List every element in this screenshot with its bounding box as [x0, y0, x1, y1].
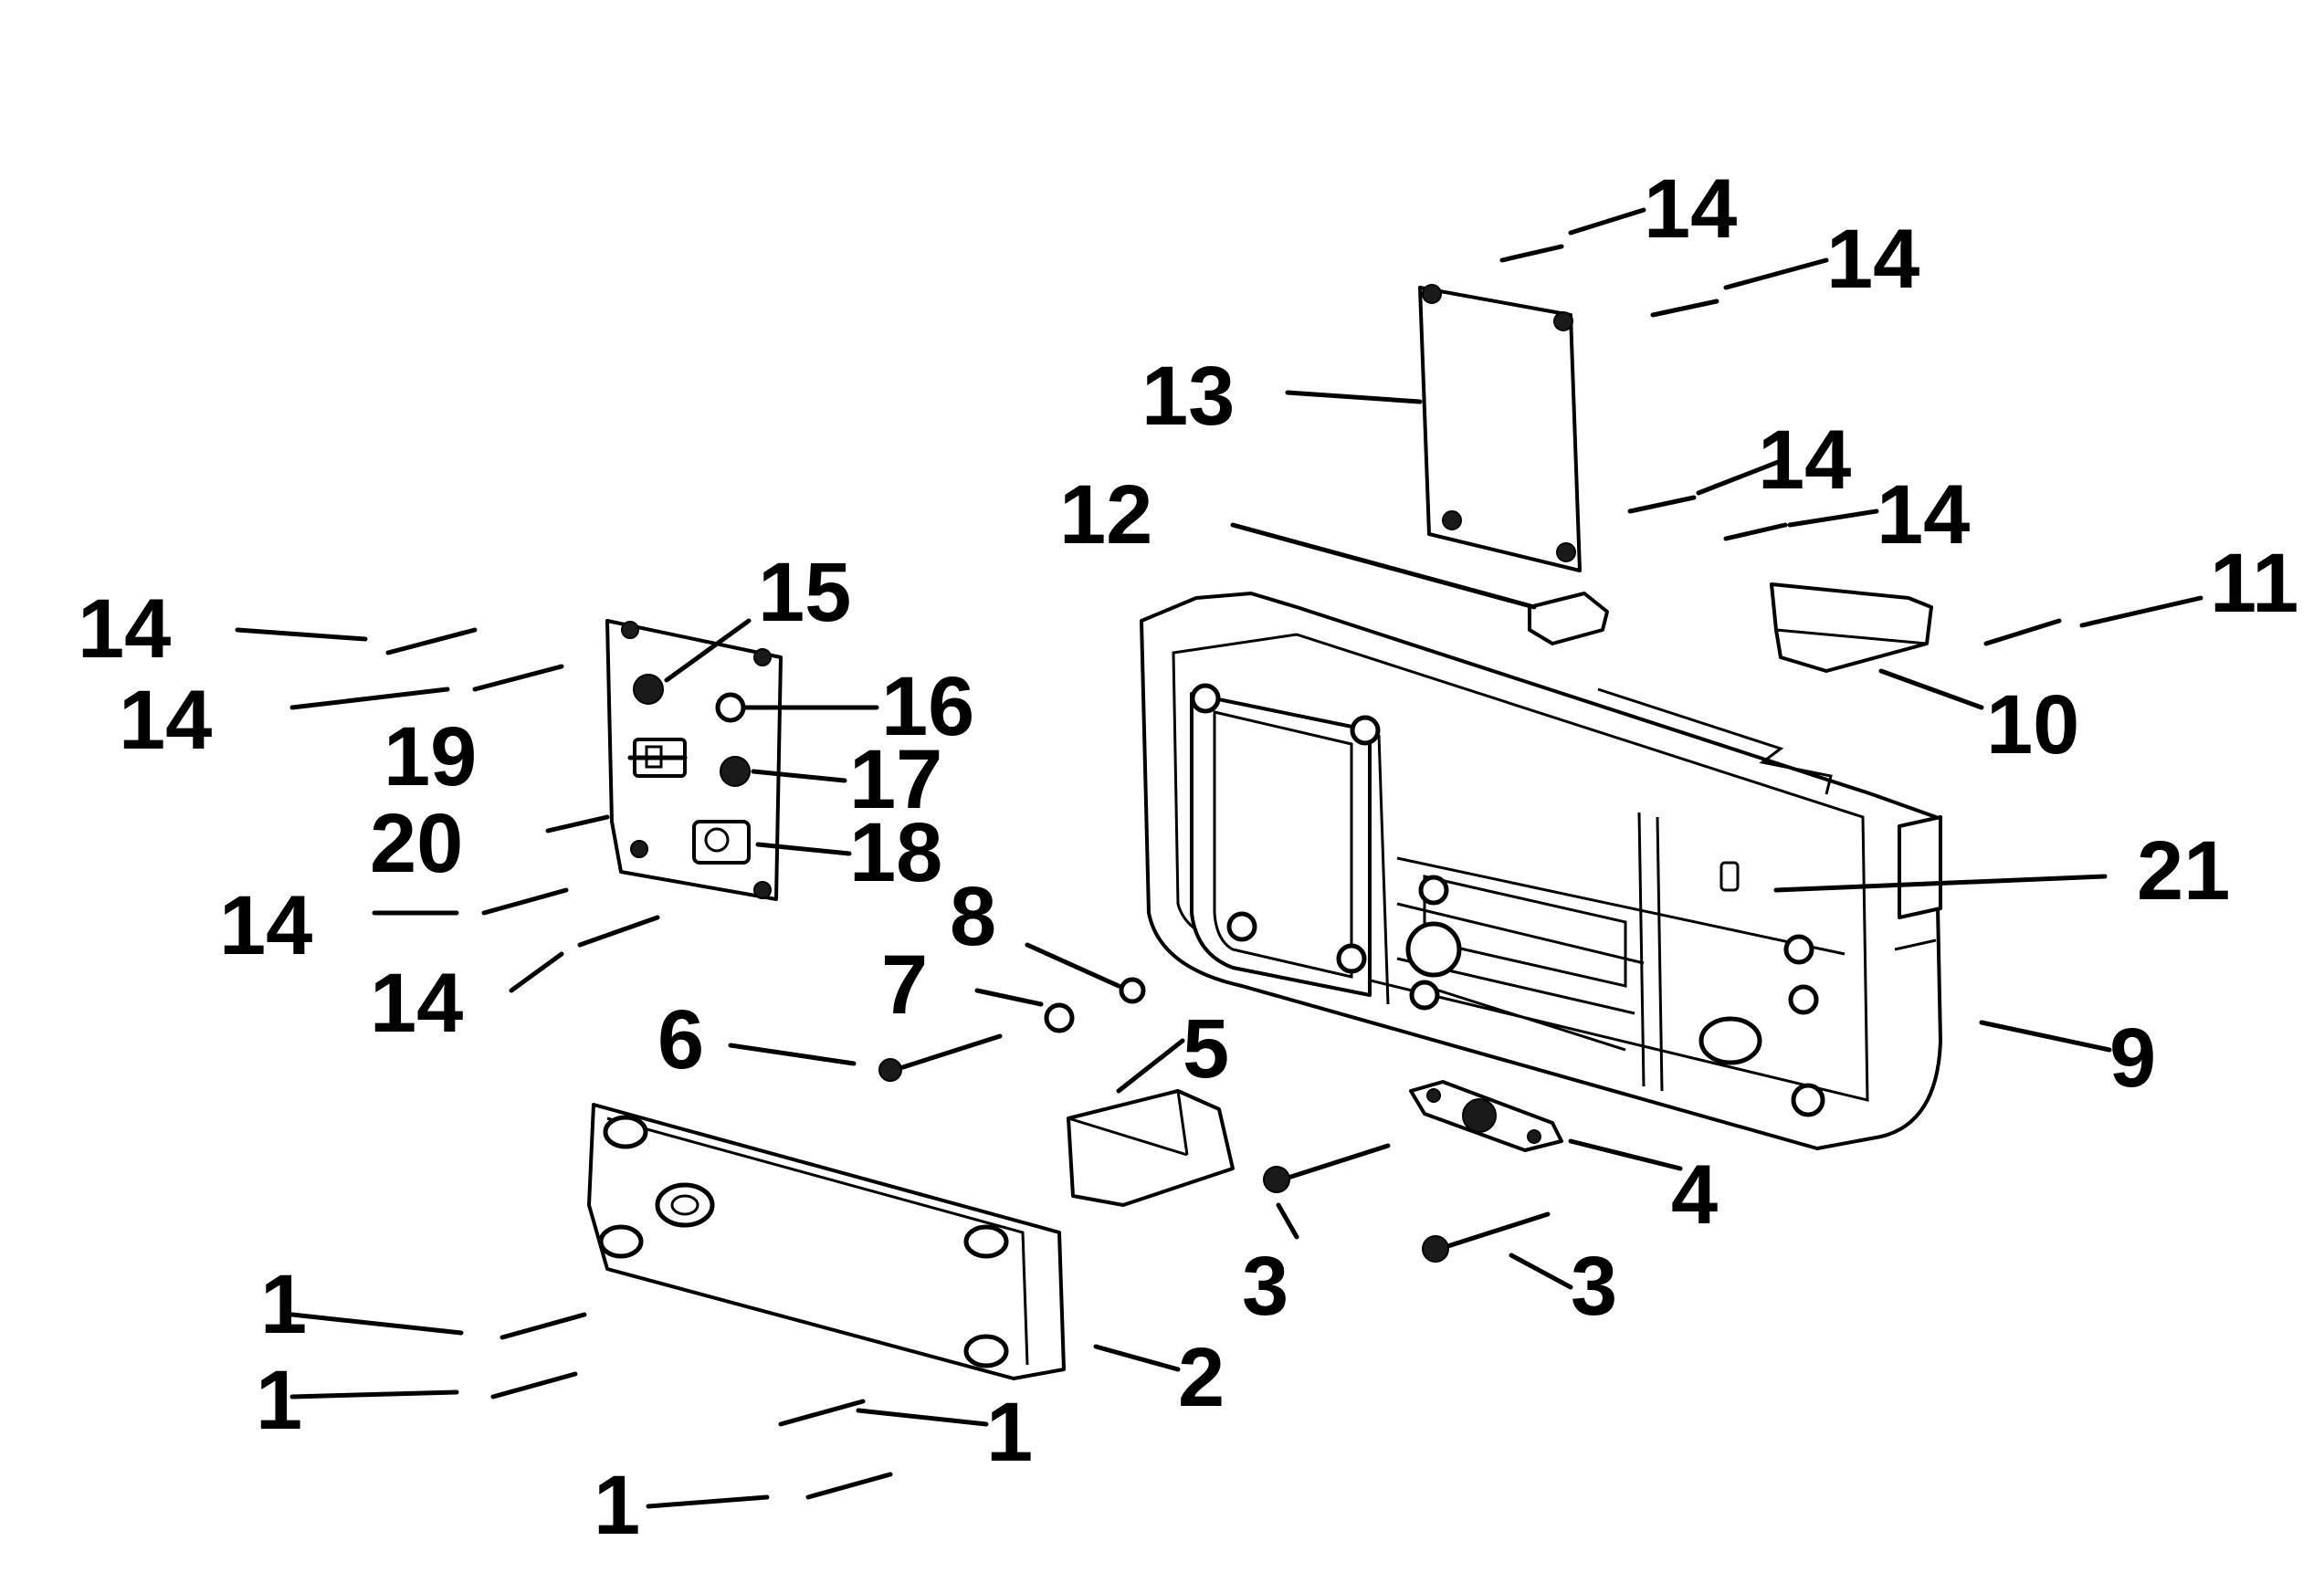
label-16: 16 — [881, 660, 974, 753]
label-1-a: 1 — [260, 1258, 307, 1351]
label-1-d: 1 — [594, 1459, 640, 1552]
label-14-c: 14 — [1758, 414, 1851, 507]
part-5-block — [1067, 1089, 1235, 1207]
label-5: 5 — [1183, 1002, 1229, 1096]
label-11: 11 — [2210, 537, 2298, 630]
label-12: 12 — [1059, 468, 1152, 561]
label-14-h: 14 — [370, 957, 463, 1050]
label-15: 15 — [758, 546, 851, 639]
label-1-c: 1 — [986, 1386, 1033, 1479]
label-13: 13 — [1141, 350, 1235, 443]
part-12-small-block — [1528, 592, 1609, 645]
label-14-b: 14 — [1826, 213, 1919, 306]
label-18: 18 — [849, 806, 942, 899]
label-6: 6 — [657, 993, 704, 1086]
fasteners — [385, 244, 2062, 1500]
label-14-a: 14 — [1644, 162, 1737, 256]
label-17: 17 — [849, 733, 942, 826]
label-21: 21 — [2137, 824, 2230, 917]
label-3-a: 3 — [1242, 1240, 1288, 1333]
label-14-e: 14 — [78, 582, 171, 676]
leader-lines — [235, 207, 2203, 1509]
part-4-gasket — [1409, 1080, 1563, 1152]
label-10: 10 — [1986, 678, 2079, 771]
label-14-f: 14 — [119, 674, 212, 767]
part-9-housing — [1140, 592, 1942, 1150]
part-2-lower-plate — [587, 1103, 1066, 1380]
label-14-d: 14 — [1877, 468, 1970, 561]
label-14-g: 14 — [219, 879, 312, 972]
label-3-b: 3 — [1571, 1240, 1617, 1333]
label-9: 9 — [2109, 1012, 2156, 1105]
label-2: 2 — [1178, 1331, 1225, 1424]
callout-labels: 14 14 13 14 14 12 11 10 21 9 14 15 14 16… — [78, 162, 2298, 1552]
label-19: 19 — [384, 710, 477, 803]
part-10-bracket — [1770, 582, 1933, 673]
label-7: 7 — [881, 938, 928, 1032]
label-1-b: 1 — [256, 1354, 302, 1447]
label-8: 8 — [950, 870, 996, 963]
label-4: 4 — [1671, 1148, 1718, 1242]
part-13-cover-plate — [1418, 284, 1582, 572]
label-20: 20 — [370, 797, 463, 890]
